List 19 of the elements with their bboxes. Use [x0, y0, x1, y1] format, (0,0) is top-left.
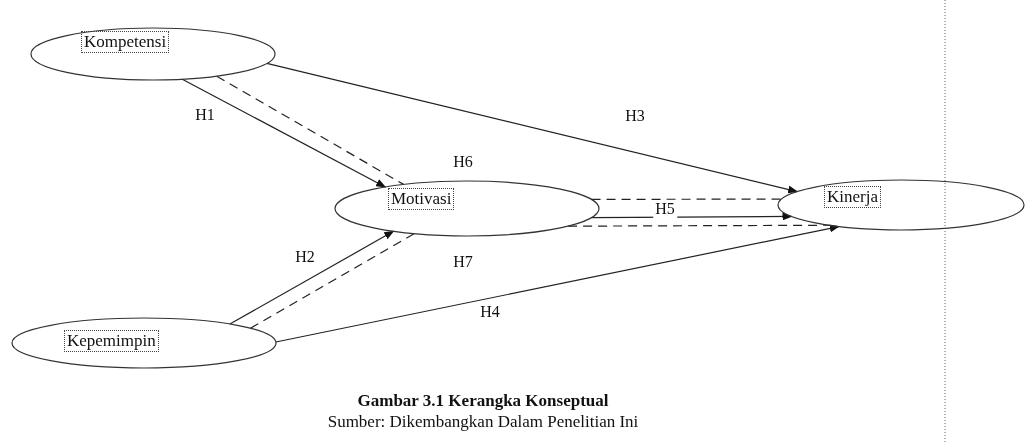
ellipse-node — [12, 318, 276, 368]
figure-caption: Gambar 3.1 Kerangka Konseptual — [356, 391, 610, 411]
node-label: Kompetensi — [81, 31, 170, 53]
ellipse-node — [778, 180, 1024, 230]
source-note: Sumber: Dikembangkan Dalam Penelitian Ini — [326, 412, 640, 432]
node-label: Kinerja — [824, 186, 881, 208]
arrow — [591, 212, 793, 221]
arrow — [266, 62, 799, 194]
dashed-connector — [590, 198, 783, 200]
ellipse-node — [31, 28, 275, 80]
dashed-connector — [249, 233, 415, 329]
ellipse-node — [335, 181, 599, 236]
dashed-connector — [216, 75, 405, 185]
arrow — [181, 78, 387, 188]
edge-label: H5 — [653, 200, 677, 218]
arrow — [229, 230, 395, 325]
node-label: Kepemimpin — [64, 330, 159, 352]
arrow — [275, 224, 840, 343]
node-label: Motivasi — [388, 188, 455, 210]
